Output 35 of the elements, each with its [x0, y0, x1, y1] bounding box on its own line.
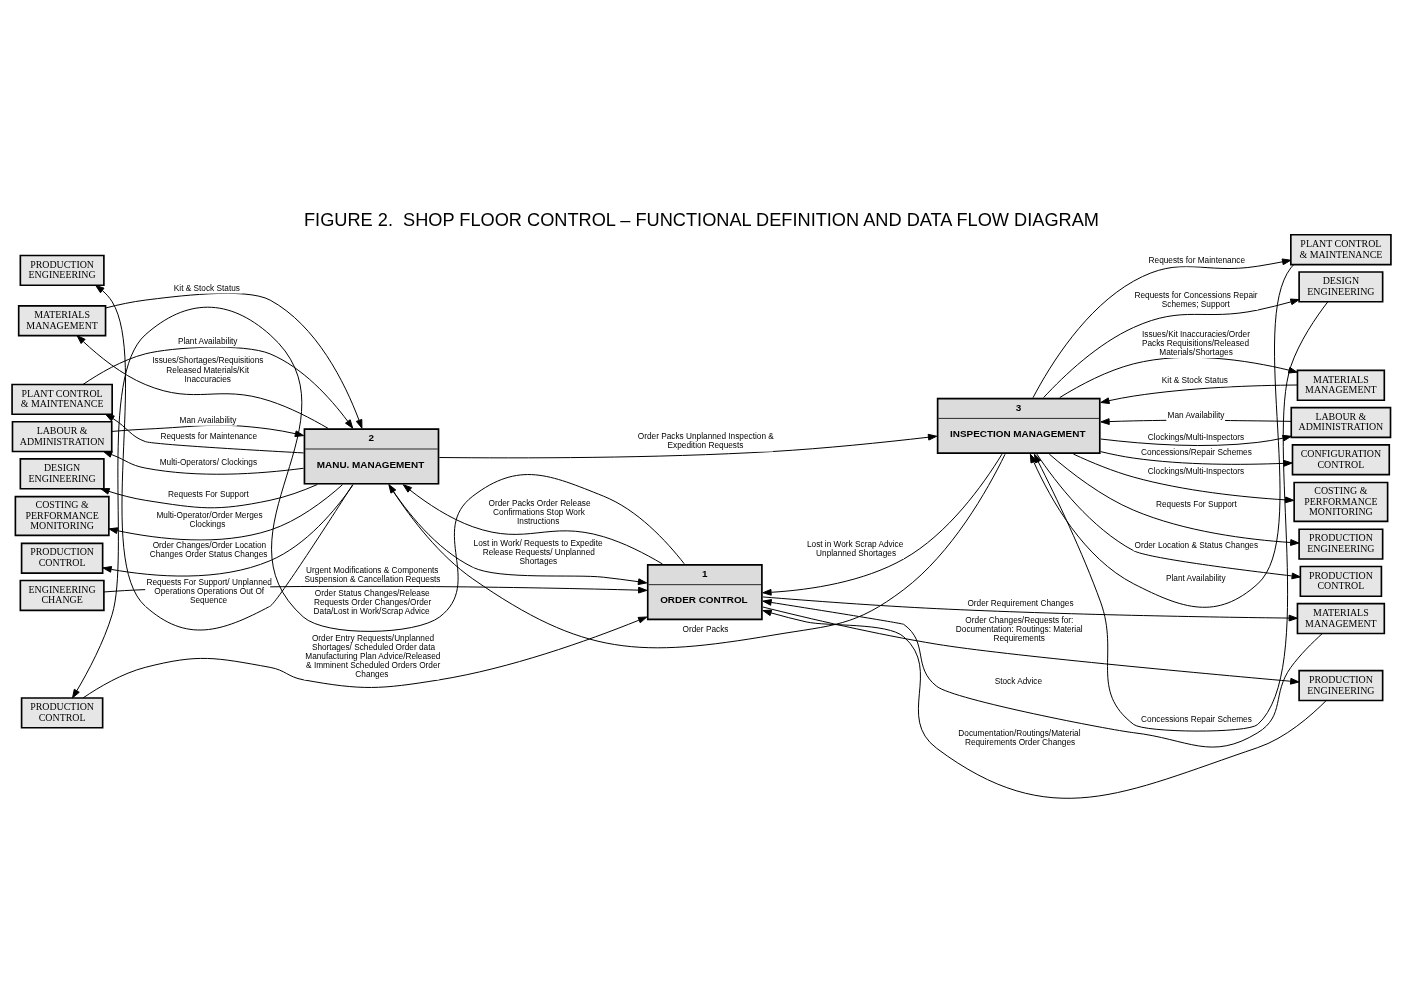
edge-label: Stock Advice [994, 676, 1043, 686]
edge-label: Lost in Work Scrap Advice Unplanned Shortages [806, 539, 904, 558]
edge-label: Lost in Work/ Requests to Expedite Release Requests/ Unplanned Shortages [473, 539, 603, 567]
edge-label: Concessions Repair Schemes [1141, 714, 1252, 724]
edge-label: Order Entry Requests/Unplanned Shortages/ Scheduled Order data Manufacturing Plan Advice/Released & Imminent Scheduled Orders Order Changes [305, 633, 441, 679]
edge-label: Order Location & Status Changes [1134, 540, 1259, 550]
edge-label: Order Changes/Requests for: Documentation: Routings: Material Requirements [955, 616, 1083, 644]
edge-label: Man Availability [1167, 410, 1225, 420]
edge-label: Concessions/Repair Schemes [1141, 448, 1252, 458]
edge-label: Order Packs [682, 625, 729, 635]
diagram-title: FIGURE 2. SHOP FLOOR CONTROL – FUNCTIONAL DEFINITION AND DATA FLOW DIAGRAM [304, 210, 1099, 231]
edge-label: Requests for Maintenance [1148, 256, 1246, 266]
edge-label: Clockings/Multi-Inspectors [1147, 467, 1245, 477]
edge-label: Multi-Operator/Order Merges Clockings [156, 510, 263, 529]
edge-label: Order Requirement Changes [967, 598, 1074, 608]
edge-label: Order Packs Order Release Confirmations Stop Work Instructions [488, 498, 591, 526]
edge-label: Requests For Support [1156, 500, 1237, 510]
edge-label: Requests for Maintenance [160, 431, 258, 441]
edge-label: Requests For Support/ Unplanned Operations Operations Out Of Sequence [146, 578, 272, 606]
edge-label: Plant Availability [1165, 573, 1226, 583]
edge-label: Issues/Shortages/Requisitions Released Materials/Kit Inaccuracies [152, 356, 264, 384]
edge-label: Documentation/Routings/Material Requirements Order Changes [958, 729, 1081, 748]
edge-label: Multi-Operators/ Clockings [159, 458, 258, 468]
edge-label: Issues/Kit Inaccuracies/Order Packs Requisitions/Released Materials/Shortages [1141, 329, 1250, 358]
edge-label: Order Changes/Order Location Changes Order Status Changes [149, 541, 268, 560]
edge-label: Plant Availability [177, 337, 238, 347]
edge-label: Man Availability [179, 415, 237, 425]
edge-label: Urgent Modifications & Components Suspension & Cancellation Requests [304, 566, 441, 585]
edge-label: Requests For Support [167, 490, 249, 500]
edge-label: Order Packs Unplanned Inspection & Expedition Requests [637, 432, 774, 451]
edge-label: Clockings/Multi-Inspectors [1147, 432, 1245, 442]
edge-label: Kit & Stock Status [173, 283, 240, 293]
edge-label: Requests for Concessions Repair Schemes; Support [1134, 290, 1258, 309]
edge-label: Kit & Stock Status [1161, 376, 1228, 386]
edge-label: Order Status Changes/Release Requests Order Changes/Order Data/Lost in Work/Scrap Advice [313, 588, 432, 617]
